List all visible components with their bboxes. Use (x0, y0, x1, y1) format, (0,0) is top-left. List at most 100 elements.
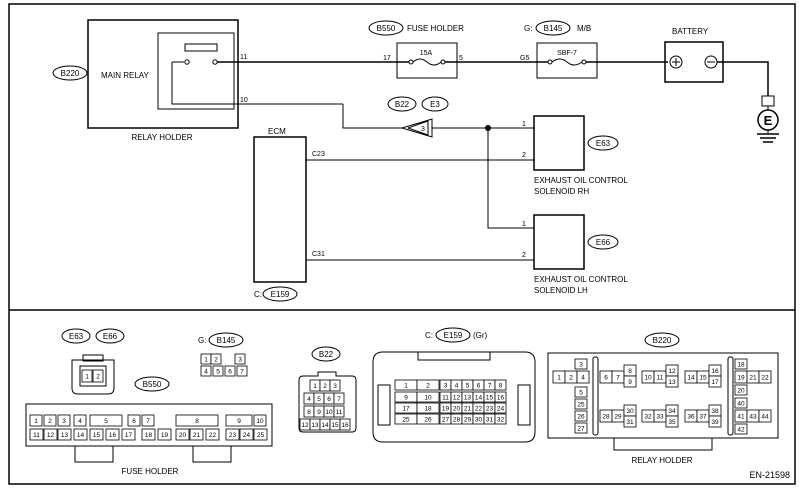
bottom-relay-holder-label: RELAY HOLDER (631, 456, 692, 465)
b550-pin-label: 16 (109, 432, 117, 439)
oval-b22: B22 (387, 96, 417, 112)
e159-pin-label: 13 (464, 394, 472, 401)
b220-pin-box (734, 397, 748, 409)
b550-pin-box (175, 428, 190, 441)
ground-icon: E (757, 106, 779, 143)
e159-pin-label: 31 (486, 416, 494, 423)
oval-e159-bottom-label: E159 (444, 331, 463, 340)
b550-clip-right (192, 446, 232, 463)
b550-pin-label: 2 (48, 418, 52, 425)
e159-pin-label: 30 (475, 416, 483, 423)
b550-pin-label: 22 (209, 432, 217, 439)
b22-pin-label: 5 (317, 396, 321, 403)
e159-pin-label: 1 (404, 382, 408, 389)
oval-b550: B550 (368, 20, 404, 36)
b220-pin-label: 35 (668, 419, 676, 426)
c-prefix-top: C: (254, 290, 262, 299)
b220-pin-box (734, 423, 748, 435)
outer-frame (8, 3, 796, 485)
solenoid-rh-box (533, 115, 585, 171)
b550-pin-box (43, 428, 58, 441)
b220-pin-box (708, 375, 722, 388)
fuse-sbf7-label: SBF-7 (557, 50, 577, 57)
b550-pin-label: 11 (33, 432, 40, 439)
b22-pin-box (329, 379, 341, 392)
b22-pin-label: 16 (341, 422, 349, 429)
fuse-holder-box (396, 42, 458, 79)
b550-pin-box (43, 414, 57, 427)
b220-pin-label: 25 (577, 401, 585, 408)
b550-pin-box (89, 428, 104, 441)
pin-11: 11 (240, 54, 247, 61)
relay-symbol (157, 32, 235, 110)
oval-e66-bottom-label: E66 (103, 332, 118, 341)
oval-b220-bottom-label: B220 (653, 336, 672, 345)
pin-17: 17 (383, 55, 391, 62)
e63-pin-box (81, 369, 93, 383)
b550-pin-box (105, 428, 120, 441)
b550-pin-label: 20 (179, 432, 187, 439)
fuse-15a-label: 15A (420, 50, 433, 57)
oval-e63-top-label: E63 (596, 139, 611, 148)
e159-pin-label: 25 (402, 416, 410, 423)
e159-pin-label: 6 (477, 382, 481, 389)
b220-pin-label: 21 (749, 374, 757, 381)
schematic: B220 MAIN RELAY RELAY HOLDER 11 10 B550 … (52, 19, 779, 302)
e159-pin-box (494, 379, 507, 391)
oval-b22-label: B22 (395, 100, 410, 109)
main-relay-label: MAIN RELAY (101, 71, 150, 80)
e159-pin-label: 27 (442, 416, 450, 423)
b550-pin-box (141, 428, 156, 441)
b145-pin-box (236, 365, 248, 377)
b220-pin-box (734, 358, 748, 370)
e159-pin-label: 28 (453, 416, 461, 423)
b550-pin-box (89, 414, 123, 427)
pin-3: 3 (421, 126, 425, 133)
wire-to-solenoid-lh (487, 128, 534, 229)
b220-pin-label: 20 (737, 387, 745, 394)
e159-pin-label: 11 (442, 394, 449, 401)
b220-pin-label: 40 (737, 400, 745, 407)
b550-pin-box (175, 414, 219, 427)
b550-pin-label: 18 (145, 432, 153, 439)
b550-pin-label: 1 (34, 418, 38, 425)
b550-pin-label: 7 (146, 418, 150, 425)
sol-lh-label-2: SOLENOID LH (534, 286, 588, 295)
wire-battery-ground (717, 61, 769, 96)
fuse-sbf7-terminal-a (547, 59, 553, 65)
b22-pin-label: 12 (301, 422, 309, 429)
b145-pin-box (212, 365, 224, 377)
pin-c31: C31 (312, 251, 325, 258)
e159-pin-label: 20 (453, 405, 461, 412)
b22-pin-label: 7 (337, 396, 341, 403)
oval-b145-bottom: B145 (208, 332, 244, 348)
oval-e159-top-label: E159 (271, 290, 290, 299)
e159-pin-box (494, 413, 507, 425)
e159-pin-label: 10 (424, 394, 432, 401)
b220-pin-box (758, 409, 772, 423)
b220-pin-label: 19 (737, 374, 745, 381)
b22-pin-label: 8 (307, 409, 311, 416)
sol-rh-pin-1: 1 (522, 121, 526, 128)
ground-connector (761, 95, 775, 107)
bottom-fuse-holder-label: FUSE HOLDER (122, 467, 179, 476)
e159-pin-label: 26 (424, 416, 432, 423)
battery-minus-icon (704, 55, 718, 69)
b220-pin-label: 6 (604, 374, 608, 381)
b220-pin-box (623, 415, 637, 428)
b550-pin-box (29, 428, 44, 441)
fuse-15a-element (412, 58, 442, 66)
b550-pin-label: 8 (195, 418, 199, 425)
b22-pin-box (333, 405, 345, 418)
b220-pin-label: 8 (628, 368, 632, 375)
b220-pin-label: 31 (626, 419, 634, 426)
oval-b145: B145 (535, 20, 571, 36)
fuse-15a-terminal-a (408, 59, 414, 65)
ecm-box (253, 136, 307, 283)
pin-c23: C23 (312, 151, 325, 158)
b220-pin-label: 1 (557, 374, 561, 381)
e63-pin-label: 2 (96, 373, 100, 380)
relay-holder-box (87, 19, 239, 129)
